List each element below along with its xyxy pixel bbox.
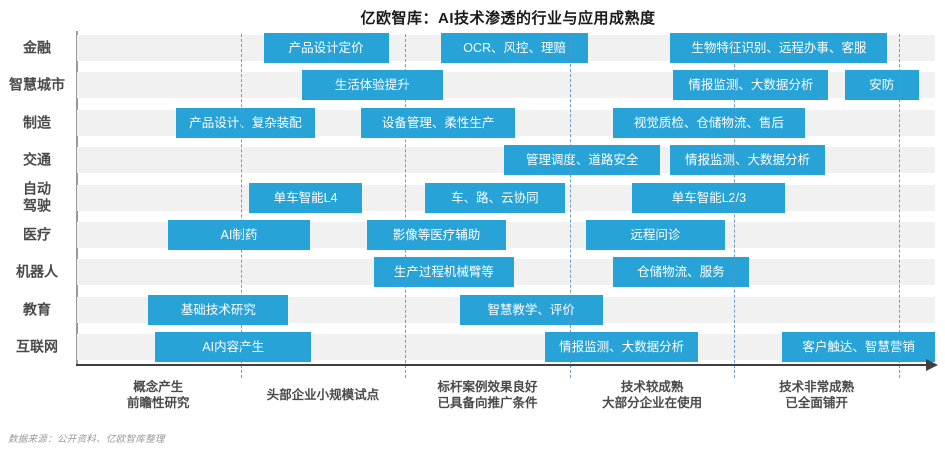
task-bar: 客户触达、智慧营销 <box>782 332 936 363</box>
task-bar: AI内容产生 <box>155 332 312 363</box>
task-bar: 情报监测、大数据分析 <box>673 70 829 101</box>
industry-label: 机器人 <box>16 263 58 280</box>
task-bar: 仓储物流、服务 <box>612 257 750 288</box>
industry-label: 交通 <box>23 151 51 168</box>
task-bar: 管理调度、道路安全 <box>503 145 661 176</box>
industry-label: 制造 <box>23 114 51 131</box>
industry-label: 智慧城市 <box>9 76 65 93</box>
task-bar: 单车智能L4 <box>248 182 363 213</box>
chart-title: 亿欧智库：AI技术渗透的行业与应用成熟度 <box>360 10 656 27</box>
task-bar: 情报监测、大数据分析 <box>545 332 699 363</box>
source-note: 数据来源：公开资料、亿欧智库整理 <box>8 434 165 445</box>
task-bar: 安防 <box>844 70 919 101</box>
industry-label: 医疗 <box>23 226 51 243</box>
task-bar: 影像等医疗辅助 <box>367 220 506 250</box>
industry-label: 教育 <box>23 301 51 318</box>
industry-label: 互联网 <box>16 338 58 355</box>
stage-label: 概念产生前瞻性研究 <box>127 379 190 410</box>
stage-label: 技术非常成熟已全面铺开 <box>779 379 855 410</box>
task-bar: 远程问诊 <box>586 220 725 250</box>
task-bar: 生产过程机械臂等 <box>373 257 514 288</box>
stage-label: 标杆案例效果良好已具备向推广条件 <box>437 379 538 410</box>
task-bar: 产品设计定价 <box>263 33 389 63</box>
industry-label: 自动驾驶 <box>23 180 51 214</box>
task-bar: 智慧教学、评价 <box>459 294 603 325</box>
task-bar: 生活体验提升 <box>301 70 444 101</box>
stage-label: 头部企业小规模试点 <box>266 387 380 402</box>
task-bar: 产品设计、复杂装配 <box>176 107 315 138</box>
stage-gridline <box>405 34 407 378</box>
stage-gridline <box>899 34 900 378</box>
task-bar: OCR、风控、理赔 <box>441 33 588 63</box>
task-bar: 生物特征识别、远程办事、客服 <box>670 33 888 63</box>
stage-label: 技术较成熟大部分企业在使用 <box>602 379 703 410</box>
task-bar: 车、路、云协同 <box>424 182 565 213</box>
task-bar: 设备管理、柔性生产 <box>360 107 516 138</box>
task-bar: 情报监测、大数据分析 <box>670 145 825 176</box>
x-axis-arrow-icon <box>926 359 938 371</box>
stage-gridline <box>734 34 736 378</box>
task-bar: 单车智能L2/3 <box>632 182 786 213</box>
industry-label: 金融 <box>23 39 51 56</box>
x-axis-line <box>76 364 928 366</box>
task-bar: 基础技术研究 <box>148 294 289 325</box>
task-bar: 视觉质检、仓储物流、售后 <box>612 107 806 138</box>
task-bar: AI制药 <box>168 220 310 250</box>
stage-gridline <box>569 34 571 378</box>
stage-gridline <box>240 34 242 378</box>
